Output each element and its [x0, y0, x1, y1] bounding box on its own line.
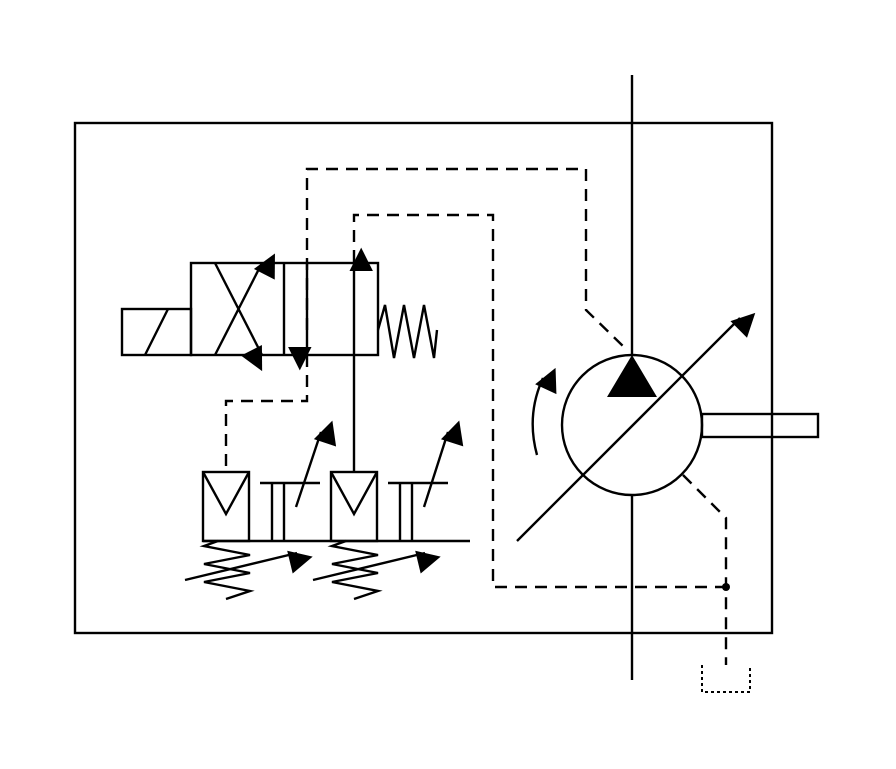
solenoid-valve: [120, 247, 439, 472]
pilot-line-1: [305, 167, 626, 349]
pilot-line-2: [352, 213, 726, 589]
cross-arrow-up-icon: [213, 253, 275, 356]
housing-boundary: [73, 121, 774, 635]
check-valves: [184, 420, 470, 601]
rotation-arrow-icon: [531, 367, 557, 456]
adjust-arrow-icon: [422, 420, 464, 508]
spring-icon: [199, 539, 255, 601]
variable-arrow-icon: [516, 312, 756, 542]
adjustable-orifice-2: [388, 420, 464, 541]
adjust-arrow-icon: [294, 420, 337, 508]
adjustable-spring-2: [312, 539, 441, 601]
tank-icon: [701, 665, 751, 693]
spring-icon: [327, 539, 383, 601]
check-valve-1-v-icon: [201, 471, 251, 517]
adjust-arrow-icon: [312, 550, 441, 582]
adjustable-orifice-1: [260, 420, 337, 541]
pump-shaft: [700, 412, 820, 439]
solenoid-diagonal: [143, 308, 170, 356]
pilot-line-3: [224, 355, 309, 470]
check-valve-2-v-icon: [329, 471, 379, 517]
drain-line: [682, 474, 728, 665]
adjustable-spring-1: [184, 539, 313, 601]
adjust-arrow-icon: [184, 550, 313, 582]
pilot-lines: [224, 167, 751, 693]
junction-dot: [722, 583, 730, 591]
variable-pump: [516, 312, 820, 542]
spring-icon: [376, 304, 439, 359]
pump-triangle-icon: [607, 355, 657, 397]
